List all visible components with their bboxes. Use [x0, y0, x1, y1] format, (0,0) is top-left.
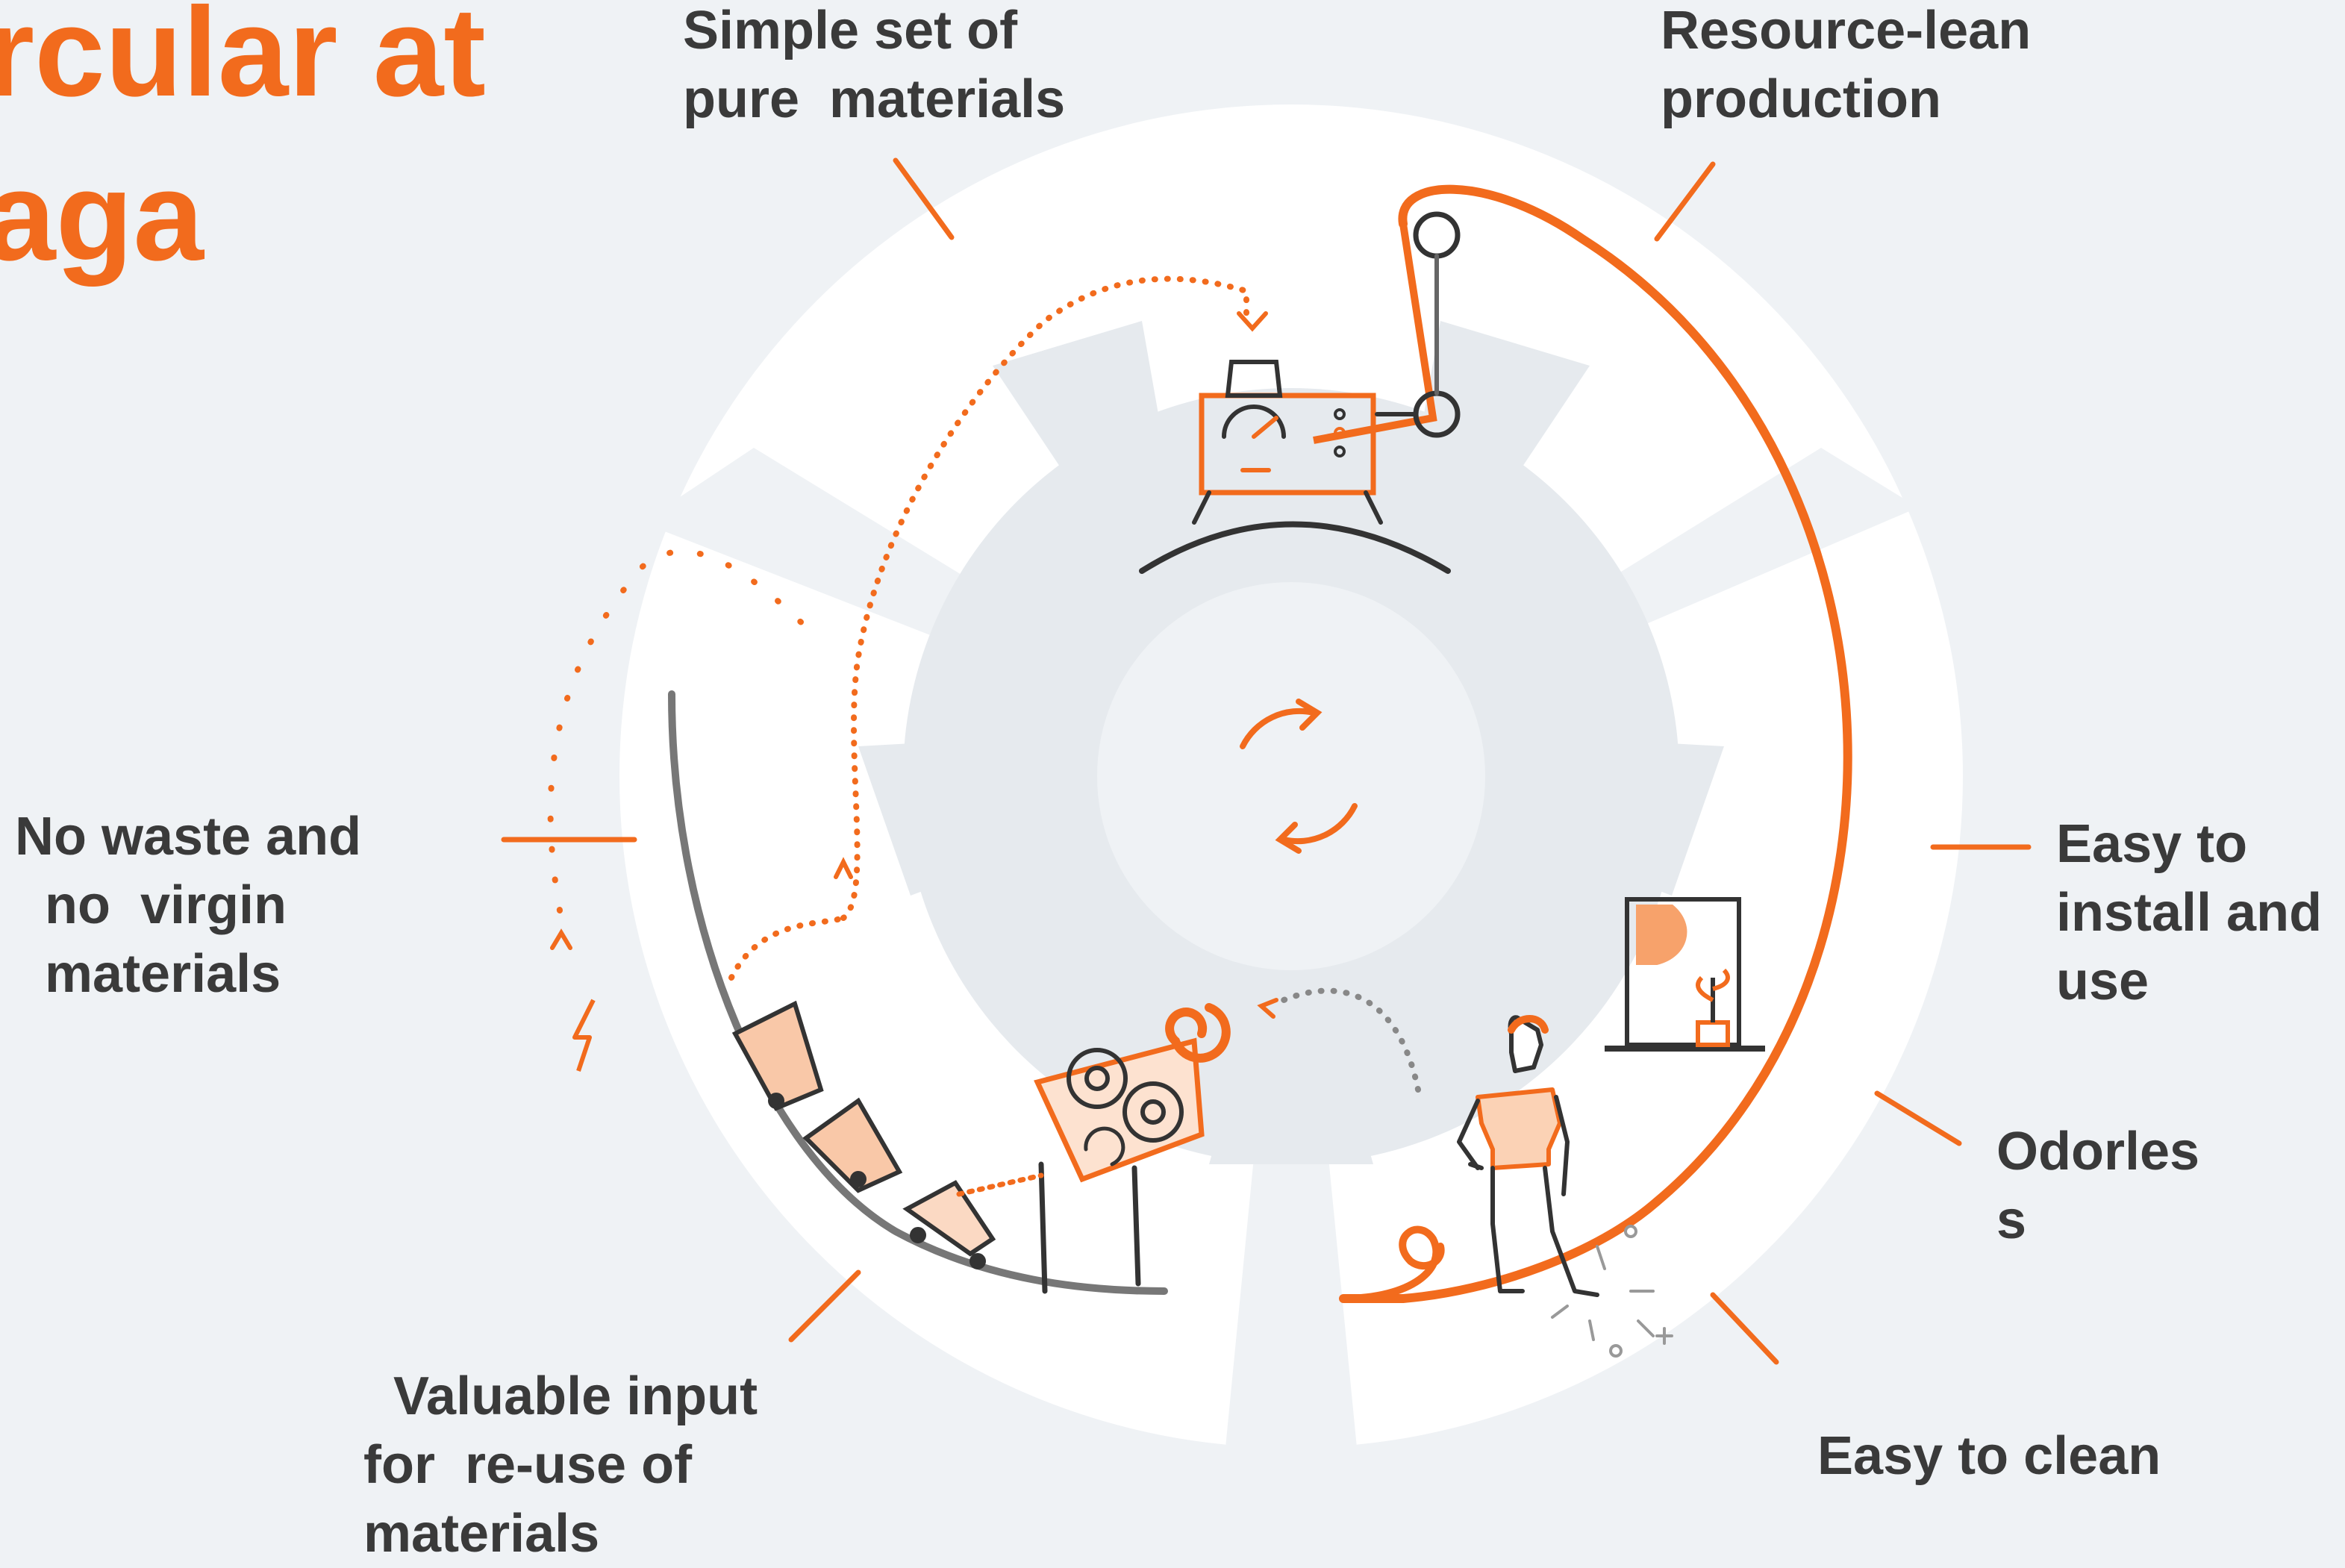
collection-arc — [668, 690, 1168, 1295]
recycle-icon — [1240, 699, 1358, 854]
lightning-icon — [543, 993, 625, 1075]
plant-icon — [1696, 968, 1730, 1047]
label-no-waste: No waste and no virgin materials — [15, 807, 362, 1004]
label-install-use: Easy to install and use — [2056, 814, 2323, 1011]
person-illustration — [1457, 1015, 1599, 1297]
gear-icon — [1067, 1048, 1184, 1143]
label-easy-clean: Easy to clean — [1817, 1426, 2161, 1486]
inner-hub — [1097, 582, 1485, 970]
label-valuable-input: Valuable input for re-use of materials — [363, 1366, 758, 1564]
label-connectors — [501, 157, 2032, 1365]
label-simple-materials: Simple set of pure materials — [683, 1, 1066, 129]
grinder-illustration — [956, 1037, 1205, 1294]
production-loop — [1339, 184, 1852, 1303]
page-title-line2: aga — [0, 146, 204, 287]
material-bins — [731, 1000, 996, 1269]
page-title-line1: rcular at — [0, 0, 486, 123]
window-illustration — [1605, 897, 1765, 1052]
label-odorless: Odorles s — [1996, 1122, 2200, 1250]
label-resource-lean: Resource-lean production — [1661, 1, 2032, 129]
swirl-icon — [1165, 1003, 1231, 1063]
machine-illustration — [1139, 211, 1461, 574]
sparkle-marks — [1551, 1225, 1673, 1358]
ribbon-curl — [1340, 1225, 1445, 1302]
material-flow-dots — [547, 275, 1421, 1093]
